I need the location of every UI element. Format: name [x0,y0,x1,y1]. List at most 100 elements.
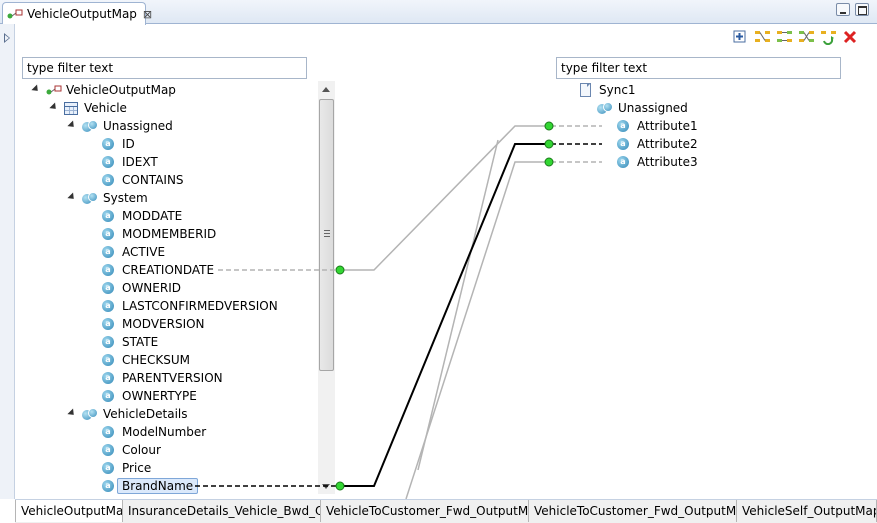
tree-node-root[interactable]: VehicleOutputMap [31,81,176,99]
tree-node-label: MODVERSION [122,317,205,331]
tree-node-label: MODDATE [122,209,183,223]
tree-node-label: VehicleDetails [103,407,188,421]
collapse-all-icon[interactable] [754,29,772,45]
tree-node-entity[interactable]: Vehicle [49,99,127,117]
tree-node-label: CREATIONDATE [122,263,215,277]
tree-node-label: VehicleOutputMap [66,83,176,97]
editor-tab-title: VehicleOutputMap [27,7,137,21]
anchor-dot[interactable] [544,121,554,131]
refresh-mapping-icon[interactable] [820,29,838,45]
tree-node-label: OWNERTYPE [122,389,197,403]
tree-node-label: Vehicle [84,101,127,115]
mapping-icon [7,7,23,21]
tree-node-group-system[interactable]: System [67,189,148,207]
tree-node-label: MODMEMBERID [122,227,217,241]
anchor-dot[interactable] [335,481,345,491]
attribute-group-icon [597,101,613,115]
bottom-tab-insurancedetails[interactable]: InsuranceDetails_Vehicle_Bwd_Ou... [123,500,321,522]
tree-node-label: System [103,191,148,205]
side-gutter [0,24,15,499]
filter-mapping-icon[interactable] [798,29,816,45]
tree-node-label: Attribute1 [637,119,698,133]
target-filter-input[interactable] [556,57,841,79]
tree-node-label: Sync1 [599,83,636,97]
source-tree-scrollbar[interactable] [318,81,335,494]
table-icon [64,101,78,115]
anchor-dot[interactable] [544,139,554,149]
anchor-dot[interactable] [335,265,345,275]
mapping-link-offscreen-2[interactable] [417,139,499,471]
tree-node-label: ACTIVE [122,245,166,259]
mapping-link-brandname-attribute2[interactable] [340,143,549,487]
target-node-group[interactable]: Unassigned [597,99,688,117]
attribute-icon: a [102,174,114,186]
source-filter-input[interactable] [22,57,307,79]
delete-mapping-icon[interactable] [842,29,860,45]
scroll-thumb[interactable] [319,99,334,371]
tree-node-label: Unassigned [618,101,688,115]
tree-node-label: Attribute3 [637,155,698,169]
tree-node-label: Attribute2 [637,137,698,151]
bottom-tab-vehicletocustomer-1[interactable]: VehicleToCustomer_Fwd_OutputMa... [321,500,529,522]
editor-tab-bar: VehicleOutputMap ⊠ [0,0,877,25]
attribute-icon: a [617,156,629,168]
attribute-group-icon [82,119,98,133]
tree-node-label: STATE [122,335,159,349]
tree-node-group-unassigned[interactable]: Unassigned [67,117,173,135]
target-node-attribute[interactable]: a Attribute3 [617,153,698,171]
expand-arrow-icon[interactable] [4,33,10,43]
tree-node-label: Unassigned [103,119,173,133]
target-node-root[interactable]: Sync1 [580,81,636,99]
bottom-tab-bar: VehicleOutputMap InsuranceDetails_Vehicl… [15,499,877,523]
expand-all-icon[interactable] [776,29,794,45]
tree-node-label: CHECKSUM [122,353,190,367]
mapping-link-creationdate-attribute1[interactable] [340,125,549,271]
mapping-canvas [195,121,602,499]
tree-node-attribute[interactable]: a STATE [102,333,158,351]
attribute-icon: a [102,444,114,456]
attribute-icon: a [102,156,114,168]
mapping-link-offscreen-attribute3[interactable] [405,161,549,499]
anchor-dot[interactable] [544,157,554,167]
document-icon [580,83,591,97]
add-mapping-icon[interactable] [732,29,750,45]
attribute-icon: a [102,354,114,366]
tree-node-attribute[interactable]: a MODDATE [102,207,182,225]
bottom-tab-vehicleself[interactable]: VehicleSelf_OutputMap [737,500,877,522]
tree-node-label: ModelNumber [122,425,207,439]
bottom-tab-vehicletocustomer-2[interactable]: VehicleToCustomer_Fwd_OutputMa... [529,500,737,522]
tree-node-group-vehicledetails[interactable]: VehicleDetails [67,405,188,423]
mapping-icon [46,84,62,96]
attribute-icon: a [102,138,114,150]
tree-node-attribute[interactable]: a CHECKSUM [102,351,190,369]
minimize-button[interactable] [836,3,850,16]
attribute-group-icon [82,407,98,421]
target-node-attribute[interactable]: a Attribute2 [617,135,698,153]
attribute-icon: a [102,372,114,384]
attribute-icon: a [617,138,629,150]
attribute-icon: a [102,210,114,222]
bottom-tab-vehicleoutputmap[interactable]: VehicleOutputMap [15,500,123,522]
close-icon[interactable]: ⊠ [142,7,153,21]
scroll-up-icon[interactable] [322,87,330,92]
editor-tab-vehicleoutputmap[interactable]: VehicleOutputMap ⊠ [2,2,152,25]
attribute-icon: a [102,336,114,348]
maximize-button[interactable] [855,3,869,16]
tree-node-label: Price [122,461,152,475]
